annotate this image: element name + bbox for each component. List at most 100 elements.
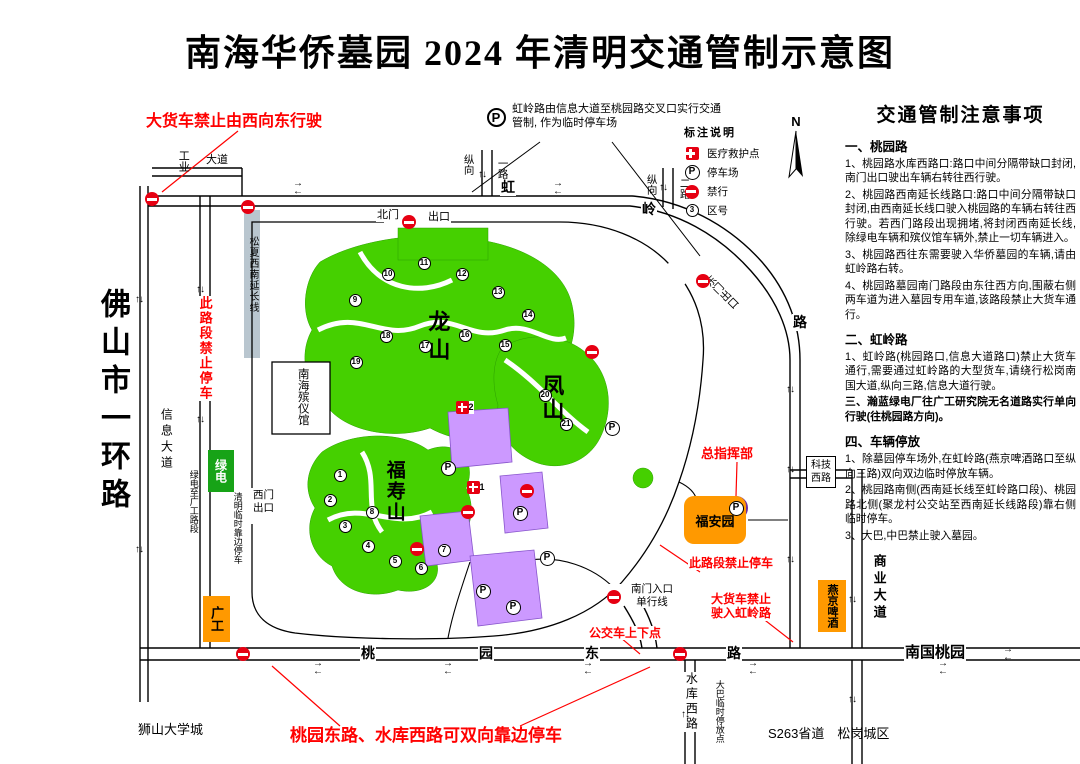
no-entry-icon [402,215,416,229]
zone-number-marker: 17 [418,339,432,353]
note-item: 三、瀚蓝绿电厂往广工研究院无名道路实行单向行驶(往桃园路方向)。 [845,396,1076,423]
two-way-arrow-icon: ↑↓ [848,694,857,705]
two-way-arrow-icon: ↑↓ [786,464,795,475]
traffic-notes-panel: 交通管制注意事项 一、桃园路 1、桃园路水库西路口:路口中间分隔带缺口封闭,南门… [845,100,1076,545]
guanggong-institute: 广工 [203,596,230,642]
legend-item-label: 停车场 [707,167,739,179]
label-s263-provincial-road: S263省道 松岗城区 [768,726,890,741]
parking-icon: P [604,420,620,436]
zone-number-marker: 5 [388,554,402,568]
legend-item: P 停车场 [684,163,760,182]
label-honglin-road: 虹 [500,179,516,196]
note-item: 2、桃园路西南延长线路口:路口中间分隔带缺口封闭,由西南延长线口驶入桃园路的车辆… [845,188,1076,245]
two-way-arrow-icon: → ← [583,658,593,677]
label-keji-west-road: 科技西路 [806,456,836,488]
annotation-no-parking-south: 此路段禁止停车 [688,556,775,571]
label-guanggong: 广工 [209,606,224,632]
label-taoyuan-east-road: 东 [584,645,600,662]
command-parking-icon: P [728,500,744,516]
label-funeral-home: 南海殡仪馆 [296,368,309,426]
label-south-gate-line: 南门入口 [631,583,673,595]
medical-icon [685,147,699,160]
no-entry-icon [241,200,255,214]
label-fushoushan: 福寿山 [383,460,405,523]
temporary-parking-note: 虹岭路由信息大道至桃园路交叉口实行交通管制, 作为临时停车场 [512,103,721,129]
label-nanguo-taoyuan: 南国桃园 [904,644,967,662]
label-zongxiang-2: 纵向 [645,174,658,195]
note-section-heading: 一、桃园路 [845,140,908,154]
zone-number-marker: 6 [414,561,428,575]
annotation-bus-stop: 公交车上下点 [588,626,663,641]
label-west-gate: 西门出口 [252,489,278,516]
zone-number-marker: 19 [349,355,363,369]
legend-item-label: 医疗救护点 [707,148,760,160]
note-item: 3、大巴,中巴禁止驶入墓园。 [845,529,984,542]
zone-number-marker: 2 [323,493,337,507]
zone-number-marker: 4 [361,539,375,553]
two-way-arrow-icon: ↑↓ [196,284,205,295]
legend: 标注说明 医疗救护点 P 停车场 禁行 3 区号 [684,124,760,220]
no-entry-icon [236,647,250,661]
parking-icon: P [475,583,491,599]
no-entry-icon [585,345,599,359]
medical-icon: 2 [455,400,474,414]
no-entry-icon [461,505,475,519]
label-ring-road: 佛山市一环路 [96,288,129,516]
label-taoyuan-east-road: 园 [478,645,494,662]
two-way-arrow-icon: ↑↓ [659,182,668,193]
zone-number-marker: 21 [559,417,573,431]
legend-item: 禁行 [684,182,760,201]
two-way-arrow-icon: ↑↓ [681,709,690,720]
no-entry-icon [673,647,687,661]
annotation-no-trucks-honglin: 大货车禁止 驶入虹岭路 [710,592,773,621]
label-industry-avenue: 工业 [177,150,190,172]
note-item: 1、桃园路水库西路口:路口中间分隔带缺口封闭,南门出口驶出车辆右转往西行驶。 [845,158,1076,185]
two-way-arrow-icon: → ← [313,658,323,677]
page-title: 南海华侨墓园 2024 年清明交通管制示意图 [184,33,895,73]
note-item: 4、桃园路墓园南门路段由东往西方向,围蔽右侧两车道为进入墓园专用车道,该路段禁止… [845,279,1076,321]
annotation-command-post: 总指挥部 [700,446,755,462]
zone-number-marker: 3 [338,519,352,533]
note-item: 1、除墓园停车场外,在虹岭路(燕京啤酒路口至纵向三路)双向双边临时停放车辆。 [845,453,1076,480]
label-taoyuan-east-road: 桃 [360,645,376,662]
label-taoyuan-east-road: 路 [726,645,742,662]
parking-icon: P [486,107,506,127]
medical-point-number: 2 [468,400,474,414]
medical-icon: 1 [466,480,485,494]
label-yanjing-beer: 燕京啤酒 [826,584,838,628]
legend-item: 医疗救护点 [684,144,760,163]
label-info-avenue: 信息大道 [158,408,175,472]
two-way-arrow-icon: ↑↓ [135,544,144,555]
zone-number-marker: 13 [491,285,505,299]
zone-number-marker: 14 [521,308,535,322]
two-way-arrow-icon: → ← [553,178,563,197]
label-bus-temp-parking: 大巴临时停放点 [714,680,725,743]
legend-item-label: 禁行 [707,186,728,198]
medical-point-number: 1 [479,480,485,494]
zone-number-marker: 10 [381,267,395,281]
zone-number-marker: 9 [348,293,362,307]
zone-number-marker: 15 [498,338,512,352]
label-songxia-extension: 松夏西南延长线 [247,236,258,313]
label-reservoir-west-road: 水库西路 [683,672,700,732]
zone-number-marker: 7 [437,543,451,557]
zone-number-marker: 11 [417,256,431,270]
yanjing-beer-plant: 燕京啤酒 [818,580,846,632]
legend-title: 标注说明 [684,127,736,139]
annotation-line: 驶入虹岭路 [711,606,772,621]
label-longshan: 龙山 [425,310,451,366]
no-entry-icon [696,274,710,288]
note-item: 2、桃园路南侧(西南延长线至虹岭路口段)、桃园路北侧(聚龙村公交站至西南延长线路… [845,484,1076,526]
label-shishan-university-town: 狮山大学城 [138,722,204,737]
two-way-arrow-icon: → ← [1003,644,1013,663]
label-honglin-road: 路 [792,314,808,331]
zone-number-marker: 12 [455,267,469,281]
notes-title: 交通管制注意事项 [876,105,1045,126]
parking-icon: P [539,550,555,566]
label-lvdian-to-guanggong-section: 绿电至广工路段 [188,470,199,533]
zone-number-marker: 18 [379,329,393,343]
compass-needle-icon [788,130,803,179]
label-south-gate: 南门入口 单行线 [630,583,674,609]
parking-icon: P [505,599,521,615]
